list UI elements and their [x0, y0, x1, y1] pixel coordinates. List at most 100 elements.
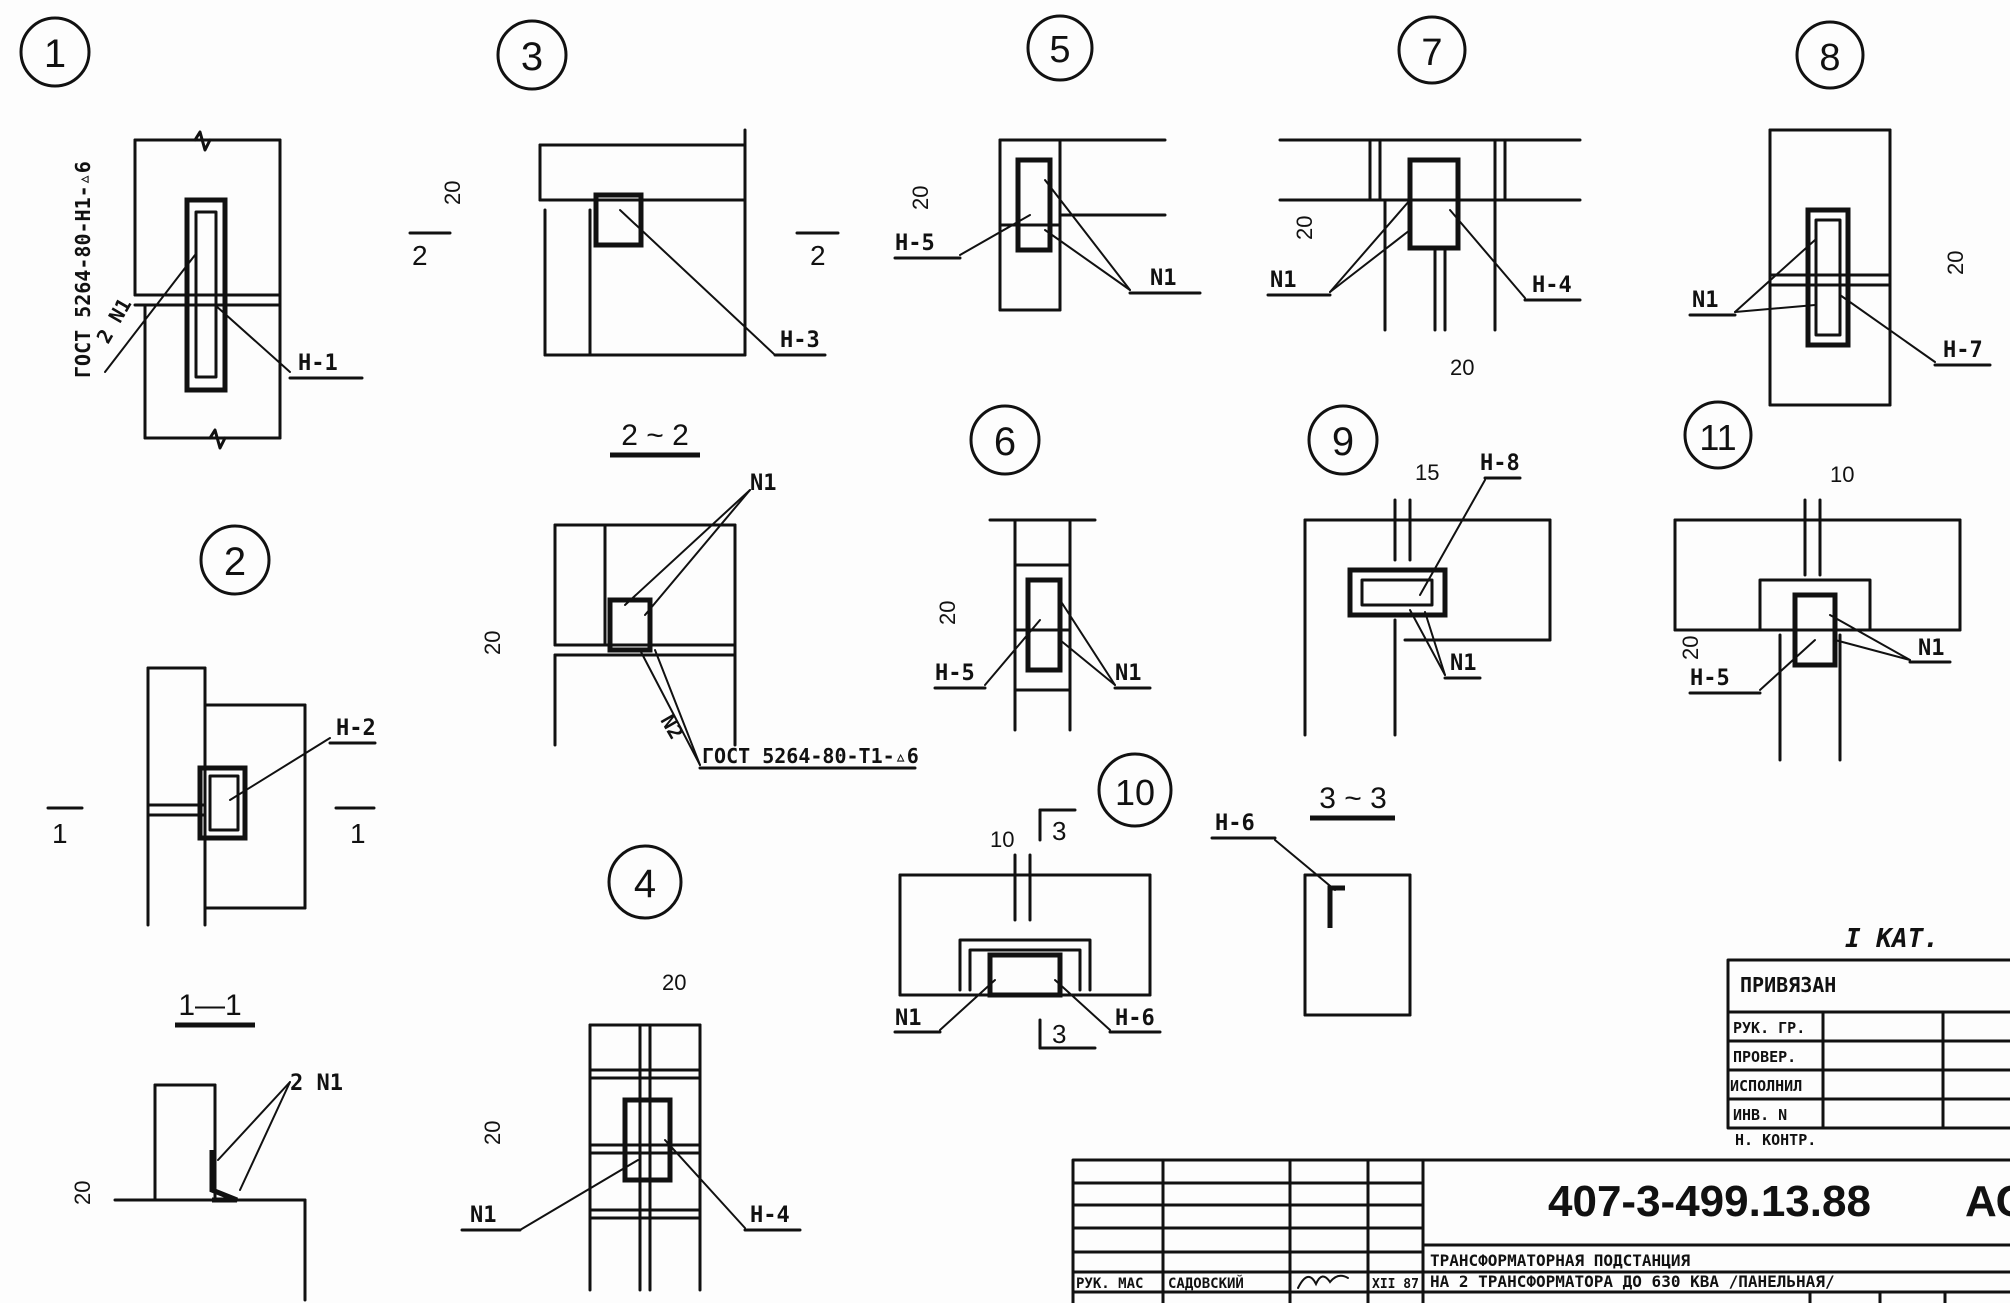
detail-marker-7: [1397, 15, 1467, 85]
drawing-code: 407-3-499.13.88: [1548, 1177, 1871, 1226]
dim-20-d8: 20: [1943, 251, 1968, 275]
gost-note-1: ГОСТ 5264-80-Н1-▵6: [71, 161, 95, 378]
detail-marker-6: [969, 404, 1041, 476]
detail-number-8: 8: [1819, 37, 1840, 79]
detail-number-4: 4: [634, 862, 656, 906]
signature: [1297, 1274, 1349, 1289]
detail-9: 9 Н-8 N1 15: [1303, 404, 1552, 737]
dim-20-d11: 20: [1678, 636, 1703, 660]
detail-7: 7 N1 Н-4 20 20: [1266, 15, 1582, 380]
binding-row-2: ПРОВЕР.: [1733, 1048, 1796, 1066]
dim-20-d7-bottom: 20: [1450, 355, 1474, 380]
detail-10: 10 N1 Н-6 10 3 3: [893, 752, 1173, 1050]
binding-row-3: ИСПОЛНИЛ: [1730, 1077, 1802, 1095]
callout-label-n1-d11: N1: [1918, 636, 1945, 661]
detail-number-5: 5: [1049, 29, 1070, 71]
callout-label-n1-d6: N1: [1115, 661, 1142, 686]
title-block: 407-3-499.13.88 АС ТРАНСФОРМАТОРНАЯ ПОДС…: [1071, 1158, 2010, 1303]
dim-20-d6: 20: [935, 601, 960, 625]
dim-20-d7-left: 20: [1292, 216, 1317, 240]
callout-label-h6-d10: Н-6: [1115, 1006, 1155, 1031]
detail-number-11: 11: [1699, 417, 1736, 458]
dim-10-d10: 10: [990, 827, 1014, 852]
binding-row-4: ИНВ. N: [1733, 1106, 1787, 1124]
date-cell: XII 87: [1372, 1277, 1419, 1292]
section-mark-1-right: 1: [350, 818, 366, 849]
callout-label-h5-d11: Н-5: [1690, 666, 1730, 691]
dim-20-sec1: 20: [70, 1181, 95, 1205]
section-1-1: 1—1 2 N1 20: [70, 989, 343, 1302]
binding-block: I КАТ. ПРИВЯЗАН РУК. ГР. ПРОВЕР. ИСПОЛНИ…: [1726, 924, 2010, 1149]
detail-4: 4 N1 Н-4 20 20: [460, 844, 802, 1292]
detail-marker-4: [607, 844, 683, 920]
detail-number-3: 3: [521, 35, 543, 79]
section-3-3: 3 ~ 3 Н-6: [1210, 782, 1412, 1017]
dim-15-d9: 15: [1415, 460, 1439, 485]
callout-label-h5-d6: Н-5: [935, 661, 975, 686]
section-2-2: 2 ~ 2 N1 N2 ГОСТ 5264-80-Т1-▵6 20: [480, 419, 919, 770]
dim-20-d4-left: 20: [480, 1121, 505, 1145]
callout-label-n1-d7: N1: [1270, 268, 1297, 293]
section-mark-3-top: 3: [1052, 816, 1066, 846]
dim-20-d5: 20: [908, 186, 933, 210]
person-cell: САДОВСКИЙ: [1168, 1275, 1244, 1292]
detail-number-7: 7: [1421, 32, 1442, 74]
detail-number-6: 6: [994, 420, 1016, 464]
description-line-2: НА 2 ТРАНСФОРМАТОРА ДО 630 КВА /ПАНЕЛЬНА…: [1430, 1272, 1835, 1291]
callout-label-n1-d8: N1: [1692, 288, 1719, 313]
dim-20-d3: 20: [440, 181, 465, 205]
callout-label-h8: Н-8: [1480, 451, 1520, 476]
detail-5: 5 Н-5 N1 20: [893, 14, 1202, 312]
detail-number-10: 10: [1115, 772, 1155, 813]
detail-marker-10: [1097, 752, 1173, 828]
callout-label-h4: Н-4: [750, 1203, 790, 1228]
callout-label-n2: N2: [656, 711, 689, 744]
section-title-1-1: 1—1: [178, 989, 241, 1022]
callout-label-n1-d5: N1: [1150, 266, 1177, 291]
detail-marker-11: [1683, 400, 1753, 470]
role-cell: РУК. МАС: [1076, 1276, 1143, 1292]
description-line-1: ТРАНСФОРМАТОРНАЯ ПОДСТАНЦИЯ: [1430, 1251, 1690, 1270]
section-title-2-2: 2 ~ 2: [621, 419, 689, 452]
category-mark: I КАТ.: [1845, 924, 1939, 954]
callout-label-2n1: 2 N1: [290, 1071, 343, 1096]
callout-label-h4-d7: Н-4: [1532, 273, 1572, 298]
callout-label-h6-sec3: Н-6: [1215, 811, 1255, 836]
detail-11: 11 Н-5 N1 10 20: [1673, 400, 1962, 762]
section-title-3-3: 3 ~ 3: [1319, 782, 1387, 815]
dim-20-sec2: 20: [480, 631, 505, 655]
detail-8: 8 N1 Н-7 20: [1688, 20, 1992, 407]
sheet-mark: АС: [1965, 1177, 2010, 1226]
detail-marker-5: [1026, 14, 1094, 82]
detail-2: 2 Н-2 1 1: [46, 524, 377, 927]
dim-20-d4-top: 20: [662, 970, 686, 995]
callout-label-n1-d9: N1: [1450, 651, 1477, 676]
detail-marker-8: [1795, 20, 1865, 90]
detail-6: 6 Н-5 N1 20: [933, 404, 1152, 732]
detail-marker-3: [496, 19, 568, 91]
callout-label-h7: Н-7: [1943, 338, 1983, 363]
detail-number-9: 9: [1332, 420, 1354, 464]
binding-row-5: Н. КОНТР.: [1735, 1131, 1816, 1149]
callout-label-h2: Н-2: [336, 716, 376, 741]
callout-label-n1-d10: N1: [895, 1006, 922, 1031]
section-mark-2-right: 2: [810, 240, 826, 271]
binding-row-1: РУК. ГР.: [1733, 1019, 1805, 1037]
detail-1: 1 Н-1 ГОСТ 5264-80-Н1-▵6 2 N1: [19, 16, 364, 450]
detail-number-1: 1: [44, 32, 66, 76]
gost-note-2: ГОСТ 5264-80-Т1-▵6: [702, 744, 919, 768]
section-mark-3-bottom: 3: [1052, 1019, 1066, 1049]
detail-marker-1: [19, 16, 91, 88]
detail-marker-2: [199, 524, 271, 596]
callout-label-n1-d4: N1: [470, 1203, 497, 1228]
binding-title: ПРИВЯЗАН: [1740, 973, 1836, 997]
detail-marker-9: [1307, 404, 1379, 476]
detail-number-2: 2: [224, 540, 246, 584]
callout-label-h5: Н-5: [895, 231, 935, 256]
callout-label-n1-22: N1: [750, 471, 777, 496]
section-mark-2-left: 2: [412, 240, 428, 271]
dim-10-d11: 10: [1830, 462, 1854, 487]
callout-label-h3: Н-3: [780, 328, 820, 353]
